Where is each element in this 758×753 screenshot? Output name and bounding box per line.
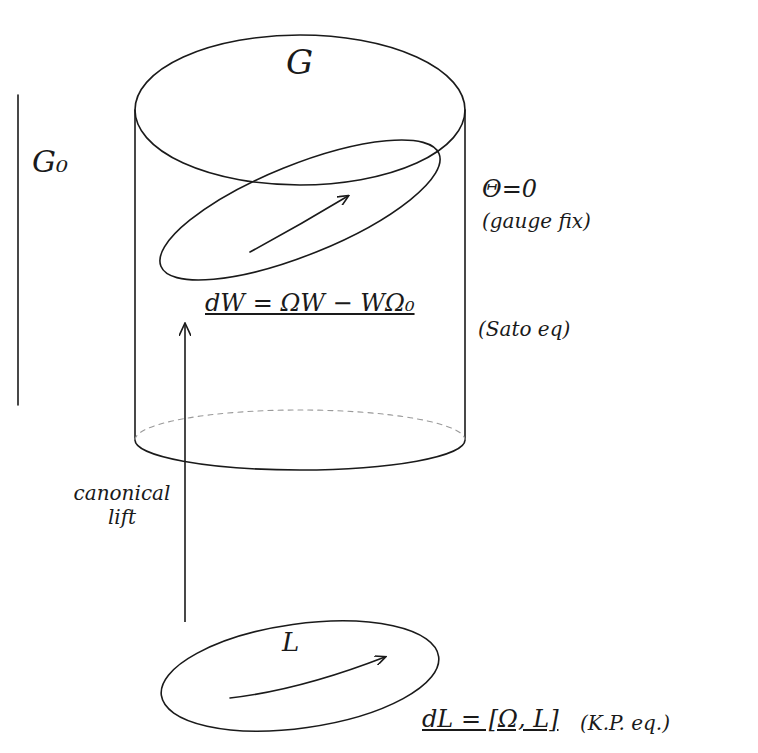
lift-arrow: [184, 324, 186, 622]
arrow-label: canonical lift: [69, 480, 175, 530]
condition-text: Θ=0: [482, 176, 537, 204]
section-surface-area: dW = ΩW − WΩ₀: [160, 150, 445, 324]
flow-arrow: [230, 657, 385, 698]
space-symbol: G: [286, 43, 313, 82]
cylinder-side: [134, 110, 136, 440]
section-surface: [144, 112, 456, 308]
space-symbol: G₀: [32, 145, 68, 180]
base-surface: [154, 605, 446, 747]
equation-text: dL = [Ω, L]: [422, 706, 559, 734]
note-text: (K.P. eq.): [580, 712, 670, 735]
cylinder-space: GdW = ΩW − WΩ₀: [135, 35, 465, 475]
note-text: (gauge fix): [482, 210, 591, 233]
base-surface-area: LdL = [Ω, L]: [160, 622, 445, 737]
bracket-line: [17, 95, 19, 405]
space-symbol: L: [282, 628, 299, 658]
note-text: (Sato eq): [478, 318, 570, 341]
cylinder-side: [464, 110, 466, 440]
flow-arrow: [250, 196, 348, 252]
equation-text: dW = ΩW − WΩ₀: [205, 290, 415, 318]
